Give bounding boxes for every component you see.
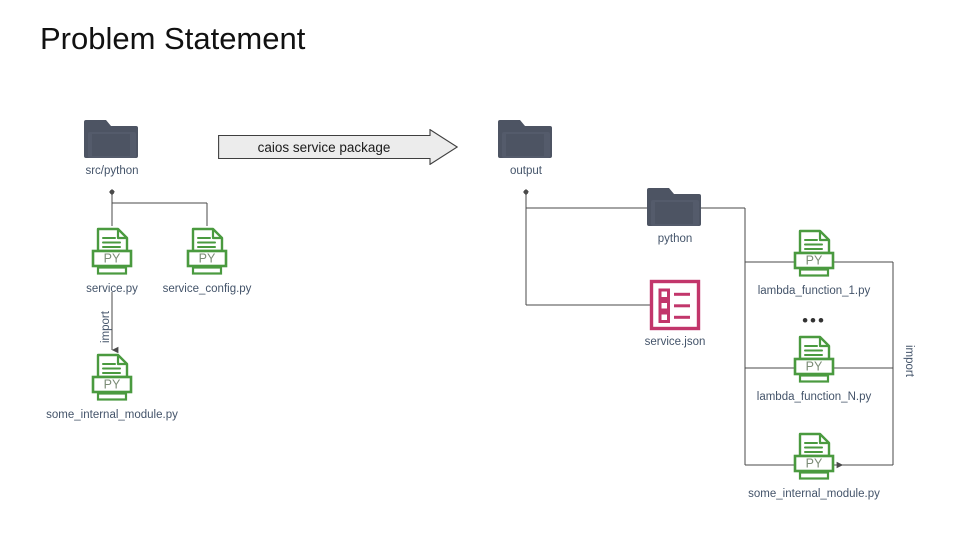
folder-icon (498, 120, 552, 158)
py-badge-text: PY (104, 252, 121, 266)
node-some-internal-module-right[interactable]: PY some_internal_module.py (748, 431, 880, 501)
caios-service-package-banner: caios service package (218, 128, 459, 166)
node-service-json[interactable]: service.json (645, 279, 705, 349)
py-badge-text: PY (199, 252, 216, 266)
node-label: service.py (86, 283, 138, 295)
node-label: src/python (85, 165, 139, 177)
ellipsis-indicator: ••• (802, 311, 826, 330)
page-title: Problem Statement (40, 21, 306, 56)
folder-icon (84, 120, 138, 158)
folder-icon (647, 188, 701, 226)
python-file-icon: PY (793, 229, 835, 277)
py-badge-text: PY (806, 360, 823, 374)
node-label: python (657, 233, 693, 245)
py-badge-text: PY (806, 457, 823, 471)
node-label: lambda_function_1.py (757, 285, 871, 297)
python-file-icon: PY (91, 227, 133, 275)
node-label: some_internal_module.py (748, 488, 880, 500)
node-python-folder[interactable]: python (647, 184, 703, 246)
python-file-icon: PY (793, 432, 835, 480)
py-badge-text: PY (104, 378, 121, 392)
py-badge-text: PY (806, 254, 823, 268)
node-label: service.json (644, 336, 706, 348)
node-label: lambda_function_N.py (756, 391, 872, 403)
banner-label: caios service package (257, 139, 391, 155)
python-file-icon: PY (91, 353, 133, 401)
python-file-icon: PY (793, 335, 835, 383)
import-label-right: import (903, 345, 915, 377)
node-label: service_config.py (162, 283, 252, 295)
node-output[interactable]: output (498, 116, 554, 178)
node-service-py[interactable]: PY service.py (86, 226, 138, 296)
node-label: some_internal_module.py (46, 409, 178, 421)
right-arrow-banner-icon (218, 128, 459, 166)
node-some-internal-module-left[interactable]: PY some_internal_module.py (46, 352, 178, 422)
python-file-icon: PY (186, 227, 228, 275)
node-lambda-function-1[interactable]: PY lambda_function_1.py (758, 228, 870, 298)
node-src-python[interactable]: src/python (84, 116, 140, 178)
import-label-left: import (100, 311, 112, 343)
node-lambda-function-n[interactable]: PY lambda_function_N.py (757, 334, 871, 404)
json-list-icon (649, 279, 701, 331)
node-label: output (510, 165, 542, 177)
node-service-config-py[interactable]: PY service_config.py (163, 226, 251, 296)
